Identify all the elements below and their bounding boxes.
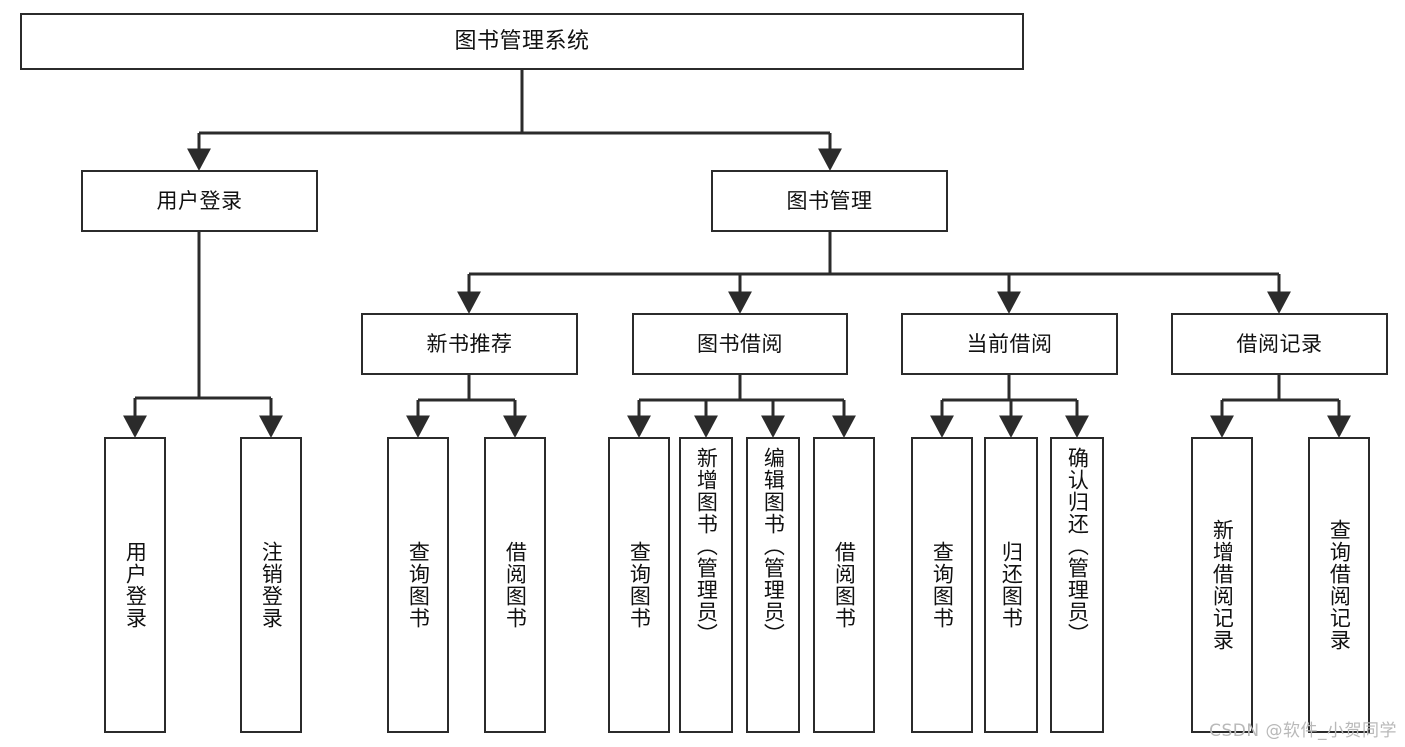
node-current-borrow-label: 当前借阅 (966, 331, 1053, 356)
node-leaf-query-book-current[interactable]: 查询图书 (911, 437, 973, 733)
node-leaf-add-book-admin[interactable]: 新增图书（管理员） (679, 437, 733, 733)
node-new-book-recommend-label: 新书推荐 (426, 331, 513, 356)
node-user-login-label: 用户登录 (156, 188, 243, 213)
node-root-label: 图书管理系统 (454, 28, 590, 54)
node-leaf-user-login[interactable]: 用户登录 (104, 437, 166, 733)
node-leaf-return-book[interactable]: 归还图书 (984, 437, 1038, 733)
node-borrow-record[interactable]: 借阅记录 (1171, 313, 1388, 375)
node-leaf-add-book-admin-label: 新增图书（管理员） (694, 447, 719, 645)
node-leaf-borrow-book-recommend[interactable]: 借阅图书 (484, 437, 546, 733)
csdn-watermark: CSDN @软件_小贺同学 (1209, 721, 1397, 741)
node-leaf-user-logout-label: 注销登录 (259, 541, 284, 629)
node-leaf-user-logout[interactable]: 注销登录 (240, 437, 302, 733)
node-leaf-borrow-book-label: 借阅图书 (832, 541, 857, 629)
node-borrow-record-label: 借阅记录 (1236, 331, 1323, 356)
node-leaf-query-book-recommend[interactable]: 查询图书 (387, 437, 449, 733)
node-leaf-confirm-return-admin[interactable]: 确认归还（管理员） (1050, 437, 1104, 733)
node-leaf-borrow-book[interactable]: 借阅图书 (813, 437, 875, 733)
node-leaf-borrow-book-recommend-label: 借阅图书 (503, 541, 528, 629)
node-leaf-query-borrow-record-label: 查询借阅记录 (1327, 519, 1352, 651)
node-leaf-query-book-current-label: 查询图书 (930, 541, 955, 629)
node-leaf-query-borrow-record[interactable]: 查询借阅记录 (1308, 437, 1370, 733)
node-leaf-user-login-label: 用户登录 (123, 541, 148, 629)
node-new-book-recommend[interactable]: 新书推荐 (361, 313, 578, 375)
node-leaf-add-borrow-record-label: 新增借阅记录 (1210, 519, 1235, 651)
node-leaf-confirm-return-admin-label: 确认归还（管理员） (1065, 447, 1090, 645)
node-leaf-query-book-borrow-label: 查询图书 (627, 541, 652, 629)
node-leaf-edit-book-admin[interactable]: 编辑图书（管理员） (746, 437, 800, 733)
node-root[interactable]: 图书管理系统 (20, 13, 1024, 70)
node-leaf-edit-book-admin-label: 编辑图书（管理员） (761, 447, 786, 645)
node-leaf-return-book-label: 归还图书 (999, 541, 1024, 629)
node-leaf-query-book-recommend-label: 查询图书 (406, 541, 431, 629)
node-book-management-label: 图书管理 (786, 188, 873, 213)
node-leaf-query-book-borrow[interactable]: 查询图书 (608, 437, 670, 733)
node-book-borrow-label: 图书借阅 (697, 331, 783, 356)
node-user-login[interactable]: 用户登录 (81, 170, 318, 232)
node-current-borrow[interactable]: 当前借阅 (901, 313, 1118, 375)
node-book-borrow[interactable]: 图书借阅 (632, 313, 848, 375)
node-book-management[interactable]: 图书管理 (711, 170, 948, 232)
node-leaf-add-borrow-record[interactable]: 新增借阅记录 (1191, 437, 1253, 733)
